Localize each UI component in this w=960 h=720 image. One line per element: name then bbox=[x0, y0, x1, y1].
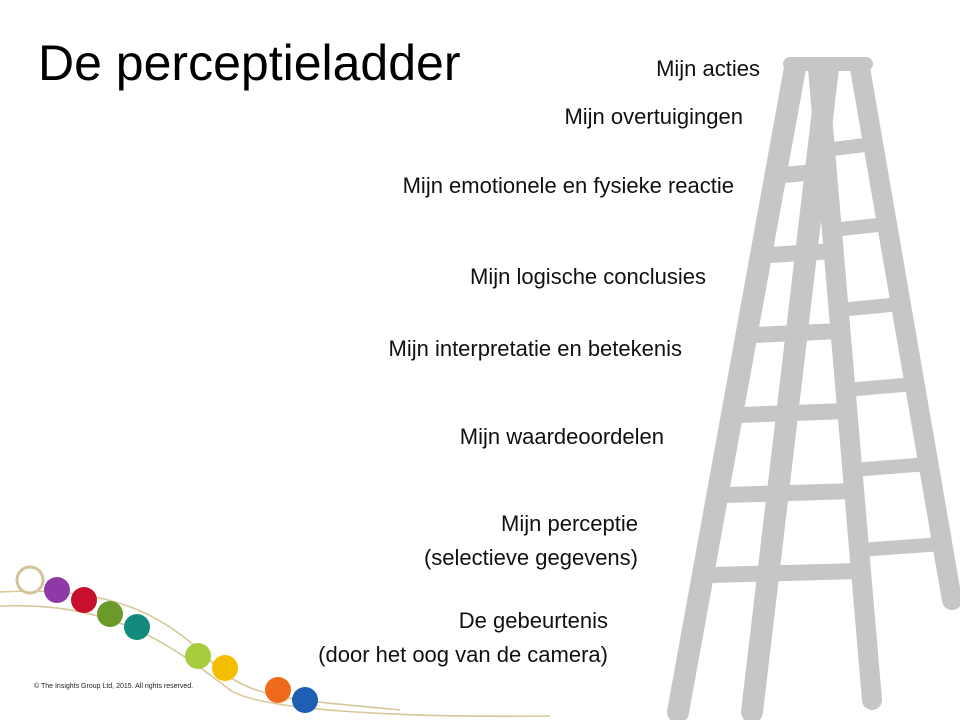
ladder-rail bbox=[850, 58, 960, 610]
rung-label-perception-line2: (selectieve gegevens) bbox=[423, 545, 638, 570]
ladder-rung bbox=[824, 217, 894, 237]
logo-dot bbox=[292, 687, 318, 713]
ladder-rung bbox=[775, 163, 835, 183]
ladder-rung bbox=[731, 403, 856, 423]
logo-dot bbox=[265, 677, 291, 703]
ladder-rail bbox=[667, 57, 806, 720]
rung-label-perception: Mijn perceptie (selectieve gegevens) bbox=[424, 507, 638, 575]
logo-dot bbox=[44, 577, 70, 603]
logo-dot bbox=[185, 643, 211, 669]
rung-label-perception-line1: Mijn perceptie bbox=[501, 511, 638, 536]
ladder-rung bbox=[838, 377, 922, 397]
ladder-rung bbox=[831, 297, 908, 317]
logo-dot bbox=[212, 655, 238, 681]
logo-dot bbox=[124, 614, 150, 640]
ladder-rung bbox=[845, 457, 936, 477]
rung-label-actions: Mijn acties bbox=[656, 56, 760, 81]
ladder-rung bbox=[717, 483, 863, 503]
rung-label-event: De gebeurtenis (door het oog van de came… bbox=[318, 604, 608, 672]
logo-dot bbox=[15, 565, 45, 595]
copyright-notice: © The Insights Group Ltd, 2015. All righ… bbox=[34, 683, 194, 690]
rung-label-beliefs: Mijn overtuigingen bbox=[564, 104, 743, 129]
logo-dot bbox=[71, 587, 97, 613]
logo-dot bbox=[97, 601, 123, 627]
rung-label-interpretation: Mijn interpretatie en betekenis bbox=[388, 336, 683, 361]
rung-label-event-line2: (door het oog van de camera) bbox=[318, 642, 608, 667]
rung-label-emotional-reaction: Mijn emotionele en fysieke reactie bbox=[402, 173, 734, 198]
ladder-rung bbox=[702, 563, 869, 583]
ladder-rung bbox=[852, 537, 950, 557]
logo-curve bbox=[0, 604, 551, 718]
rung-label-value-judgements: Mijn waardeoordelen bbox=[459, 424, 664, 449]
rung-label-logical-conclusions: Mijn logische conclusies bbox=[470, 264, 706, 289]
rung-label-event-line1: De gebeurtenis bbox=[458, 608, 608, 633]
ladder-rung bbox=[818, 137, 881, 157]
page-title: De perceptieladder bbox=[38, 35, 461, 91]
ladder-rung bbox=[746, 323, 849, 343]
ladder-rung bbox=[761, 243, 842, 263]
